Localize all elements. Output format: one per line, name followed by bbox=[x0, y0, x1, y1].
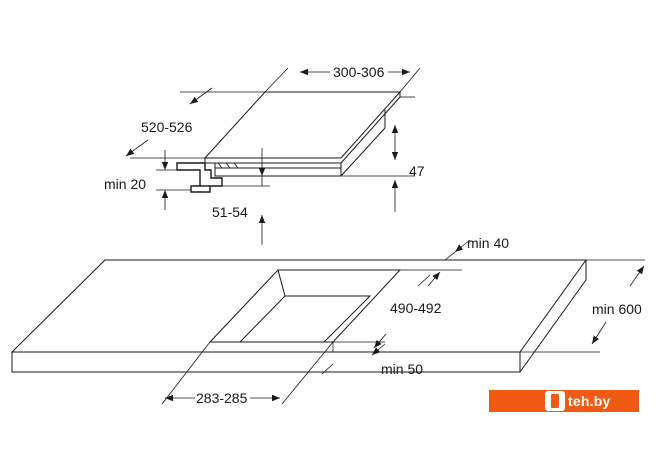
watermark-text: teh.by bbox=[568, 393, 611, 409]
label-worktop-depth: min 600 bbox=[592, 301, 642, 317]
dim-min-front-gap: min 50 bbox=[321, 342, 423, 377]
label-clamp-min: min 20 bbox=[104, 176, 146, 192]
dim-hob-height: 47 bbox=[341, 96, 425, 212]
phone-logo-icon bbox=[545, 391, 565, 411]
label-cutout-depth: 490-492 bbox=[390, 300, 442, 316]
worktop-drawing bbox=[10, 259, 587, 373]
dim-hob-width: 300-306 bbox=[264, 64, 421, 93]
label-hob-width: 300-306 bbox=[333, 64, 385, 80]
hob-drawing bbox=[203, 91, 402, 177]
dim-hob-depth: 520-526 bbox=[125, 87, 265, 159]
label-hob-depth: 520-526 bbox=[141, 119, 193, 135]
label-cutout-width: 283-285 bbox=[196, 390, 248, 406]
label-recess-depth: 51-54 bbox=[212, 204, 248, 220]
mounting-clamp bbox=[176, 162, 223, 193]
label-min-front-gap: min 50 bbox=[381, 361, 423, 377]
dim-clamp-min: min 20 bbox=[104, 150, 191, 210]
dim-recess-depth: 51-54 bbox=[212, 148, 270, 245]
label-hob-height: 47 bbox=[409, 163, 425, 179]
dim-cutout-width: 283-285 bbox=[161, 341, 334, 406]
dim-worktop-depth: min 600 bbox=[520, 259, 645, 353]
dim-cutout-depth: 490-492 bbox=[333, 271, 442, 349]
watermark-badge: teh.by bbox=[489, 390, 639, 412]
label-min-back-gap: min 40 bbox=[467, 235, 509, 251]
dim-min-back-gap: min 40 bbox=[400, 235, 509, 287]
